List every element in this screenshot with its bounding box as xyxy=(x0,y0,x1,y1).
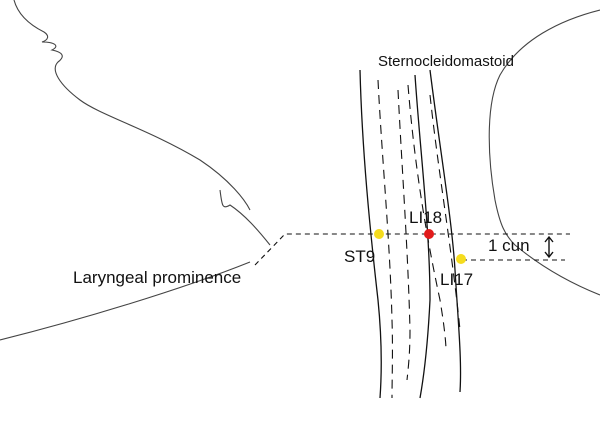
li17-label: LI17 xyxy=(440,270,474,289)
cun-label: 1 cun xyxy=(488,236,530,255)
muscle-dashed-lines xyxy=(377,79,461,399)
back-neck-outline xyxy=(488,9,600,296)
st9-point xyxy=(374,229,384,239)
guide-lines xyxy=(254,233,570,266)
face-outline xyxy=(13,0,251,211)
li18-point xyxy=(424,229,434,239)
muscle-lines xyxy=(359,69,462,399)
shoulder-outline xyxy=(0,261,251,341)
larynx-label: Laryngeal prominence xyxy=(73,268,242,287)
cun-arrow xyxy=(544,235,554,259)
neck-front-outline xyxy=(219,189,271,246)
li17-point xyxy=(456,254,466,264)
li18-label: LI18 xyxy=(409,208,443,227)
muscle-label: Sternocleidomastoid xyxy=(378,53,514,70)
st9-label: ST9 xyxy=(344,247,376,266)
